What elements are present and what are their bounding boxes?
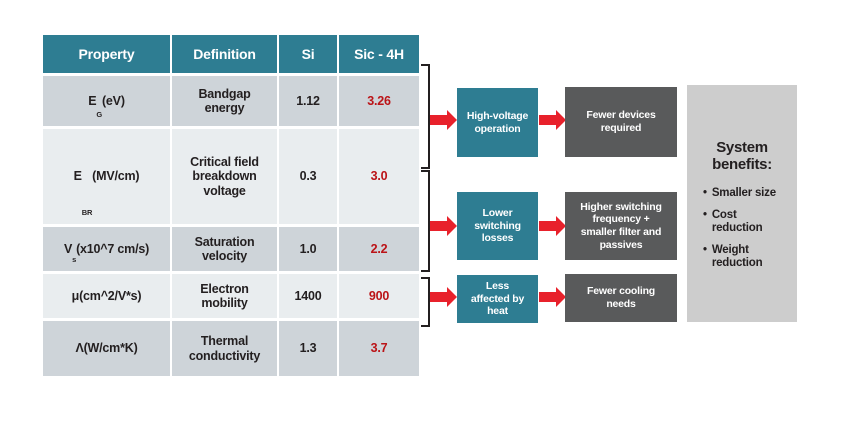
effect-box-cooling: Fewer cooling needs bbox=[565, 274, 677, 322]
benefit-label: Cost reduction bbox=[711, 208, 763, 234]
property-unit: (cm^2/V*s) bbox=[79, 288, 142, 303]
property-cell-thermal: Λ (W/cm*K) bbox=[43, 321, 170, 376]
property-cell-breakdown: E BR (MV/cm) bbox=[43, 129, 170, 224]
property-symbol: V bbox=[63, 241, 73, 256]
si-value: 1.0 bbox=[279, 227, 337, 271]
system-benefits-title: System benefits: bbox=[712, 139, 772, 174]
property-subscript: s bbox=[72, 255, 77, 265]
flow-arrow-icon bbox=[539, 216, 566, 236]
flow-arrow-icon bbox=[539, 110, 566, 130]
sic-value: 900 bbox=[339, 274, 419, 318]
effect-box-fewer-devices: Fewer devices required bbox=[565, 87, 677, 157]
property-cell-mobility: μ (cm^2/V*s) bbox=[43, 274, 170, 318]
system-benefits-panel: System benefits: • Smaller size • Cost r… bbox=[687, 85, 797, 322]
definition-cell: Bandgap energy bbox=[172, 76, 277, 126]
property-symbol: Λ bbox=[75, 341, 84, 356]
row-group-bracket-1 bbox=[421, 64, 430, 169]
property-symbol: E bbox=[73, 169, 82, 184]
sic-value: 3.0 bbox=[339, 129, 419, 224]
benefit-label: Smaller size bbox=[711, 186, 776, 199]
bullet-icon: • bbox=[703, 244, 707, 257]
property-unit: (x10^7 cm/s) bbox=[76, 241, 150, 256]
row-group-bracket-2 bbox=[421, 170, 430, 272]
benefit-item: • Smaller size bbox=[703, 187, 789, 200]
property-subscript: BR bbox=[81, 208, 93, 218]
definition-cell: Thermal conductivity bbox=[172, 321, 277, 376]
property-unit: (W/cm*K) bbox=[83, 341, 138, 356]
row-group-bracket-3 bbox=[421, 277, 430, 327]
effect-box-switching-frequency: Higher switching frequency + smaller fil… bbox=[565, 192, 677, 260]
property-subscript: G bbox=[96, 110, 102, 120]
property-symbol: μ bbox=[71, 288, 80, 303]
flow-arrow-icon bbox=[430, 287, 457, 307]
col-header-sic4h: Sic - 4H bbox=[339, 35, 419, 73]
cause-box-heat: Less affected by heat bbox=[457, 275, 538, 323]
si-value: 1.3 bbox=[279, 321, 337, 376]
property-unit: (eV) bbox=[101, 93, 125, 108]
si-value: 1400 bbox=[279, 274, 337, 318]
benefit-item: • Weight reduction bbox=[703, 244, 789, 270]
sic-value: 3.26 bbox=[339, 76, 419, 126]
col-header-property: Property bbox=[43, 35, 170, 73]
flow-arrow-icon bbox=[430, 216, 457, 236]
definition-cell: Critical field breakdown voltage bbox=[172, 129, 277, 224]
property-symbol: E bbox=[88, 93, 97, 108]
cause-box-high-voltage: High-voltage operation bbox=[457, 88, 538, 157]
sic-value: 3.7 bbox=[339, 321, 419, 376]
bullet-icon: • bbox=[703, 186, 707, 199]
benefit-item: • Cost reduction bbox=[703, 209, 789, 235]
si-value: 1.12 bbox=[279, 76, 337, 126]
sic-value: 2.2 bbox=[339, 227, 419, 271]
flow-arrow-icon bbox=[539, 287, 566, 307]
cause-box-switching-losses: Lower switching losses bbox=[457, 192, 538, 260]
definition-cell: Saturation velocity bbox=[172, 227, 277, 271]
flow-arrow-icon bbox=[430, 110, 457, 130]
col-header-definition: Definition bbox=[172, 35, 277, 73]
benefit-label: Weight reduction bbox=[711, 244, 763, 270]
bullet-icon: • bbox=[703, 208, 707, 221]
col-header-si: Si bbox=[279, 35, 337, 73]
definition-cell: Electron mobility bbox=[172, 274, 277, 318]
property-unit: (MV/cm) bbox=[92, 169, 140, 184]
si-value: 0.3 bbox=[279, 129, 337, 224]
